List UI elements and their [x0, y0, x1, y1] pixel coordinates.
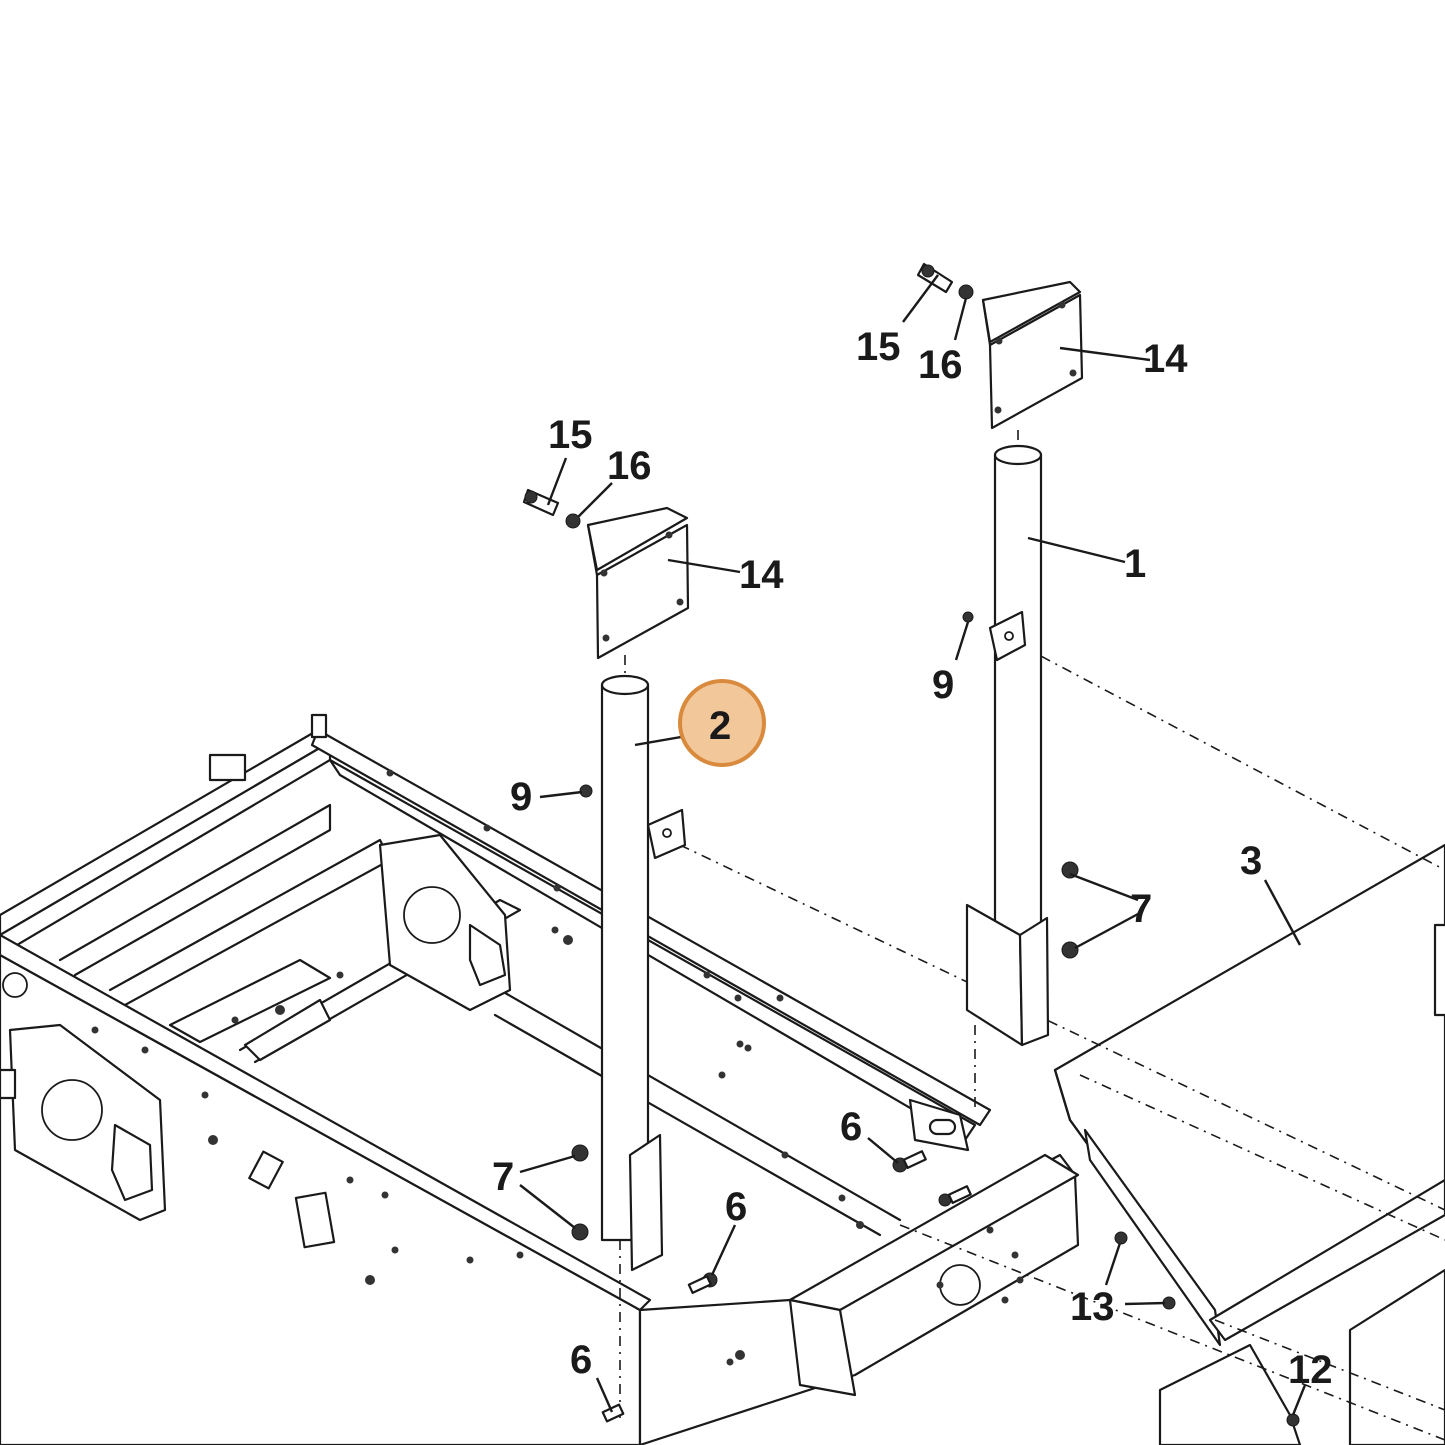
callout-3[interactable]: 3 — [1240, 839, 1262, 883]
callout-7-left[interactable]: 7 — [492, 1155, 514, 1199]
callout-1[interactable]: 1 — [1124, 542, 1146, 586]
callout-2[interactable]: 2 — [709, 704, 731, 748]
highlight-circle-part-2[interactable] — [678, 679, 766, 767]
bracket-part-14-right — [981, 280, 1084, 430]
callout-14-left[interactable]: 14 — [739, 553, 784, 597]
post-part-1 — [965, 444, 1050, 1047]
callout-12[interactable]: 12 — [1288, 1348, 1333, 1392]
leader-lines — [519, 274, 1307, 1416]
callout-6-center[interactable]: 6 — [725, 1185, 747, 1229]
post-part-2 — [600, 674, 687, 1272]
callout-6-bumper[interactable]: 6 — [840, 1105, 862, 1149]
callout-13[interactable]: 13 — [1070, 1285, 1115, 1329]
callout-16-left[interactable]: 16 — [607, 444, 652, 488]
callout-14-right[interactable]: 14 — [1143, 337, 1188, 381]
callout-9-right[interactable]: 9 — [932, 663, 954, 707]
platform-part-3 — [1053, 843, 1445, 1445]
hardware — [522, 262, 1300, 1427]
callout-15-right[interactable]: 15 — [856, 325, 901, 369]
callout-15-left[interactable]: 15 — [548, 413, 593, 457]
callout-7-right[interactable]: 7 — [1130, 887, 1152, 931]
bracket-part-14-left — [586, 506, 690, 660]
callout-6-bottom[interactable]: 6 — [570, 1338, 592, 1382]
callout-9-left[interactable]: 9 — [510, 775, 532, 819]
assembly-lines — [619, 430, 1445, 1441]
main-frame — [0, 713, 1424, 1445]
callout-labels: 1 2 3 14 14 15 16 15 16 9 9 7 7 6 6 6 13… — [492, 325, 1333, 1392]
callout-16-right[interactable]: 16 — [918, 343, 963, 387]
rivet-dots — [91, 769, 1424, 1366]
